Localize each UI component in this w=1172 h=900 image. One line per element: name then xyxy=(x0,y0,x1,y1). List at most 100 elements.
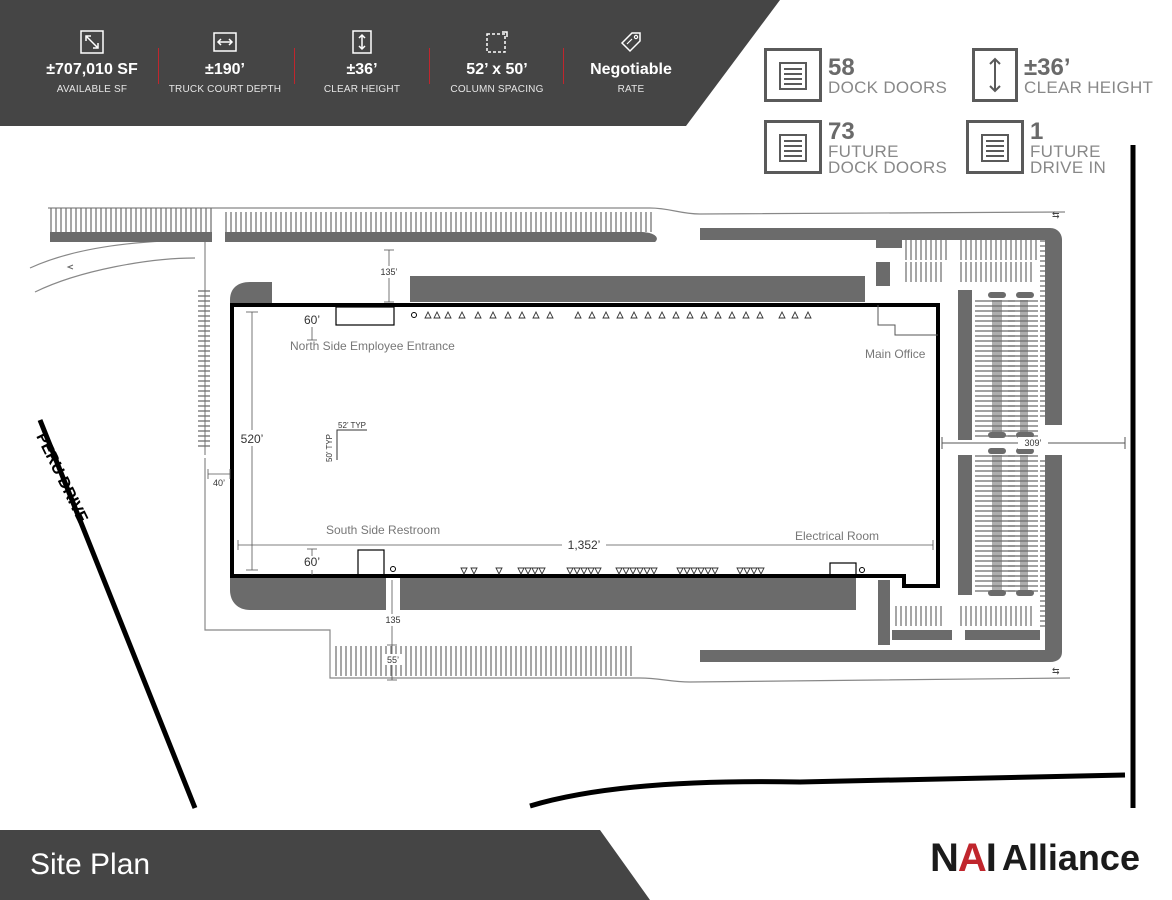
door-summary-clear-height: ±36’ CLEAR HEIGHT xyxy=(972,48,1153,102)
dock-door-marker xyxy=(615,567,623,576)
dock-door-marker xyxy=(594,567,602,576)
dock-door-marker xyxy=(495,567,503,576)
east-parking-stalls xyxy=(905,240,950,260)
stat-divider xyxy=(294,48,295,84)
dock-door-marker xyxy=(546,310,554,319)
south-dock-doors xyxy=(460,567,765,576)
dock-door-marker xyxy=(686,310,694,319)
building-footprint xyxy=(230,303,940,588)
east-parking-stalls xyxy=(960,262,1035,282)
column-spacing-height: 50’ TYP xyxy=(325,434,334,462)
dimension-label: 520’ xyxy=(241,432,264,446)
south-truck-apron xyxy=(400,578,856,610)
dock-door-marker xyxy=(424,310,432,319)
door-label: DRIVE IN xyxy=(1030,158,1107,177)
dock-door-marker xyxy=(574,310,582,319)
door-summary-dock-doors: 58 DOCK DOORS xyxy=(764,48,947,102)
door-count: 58 xyxy=(828,54,855,81)
stat-available-sf: ±707,010 SF AVAILABLE SF xyxy=(27,30,157,95)
stat-label: TRUCK COURT DEPTH xyxy=(168,84,282,95)
dock-door-marker xyxy=(518,310,526,319)
banner-background xyxy=(0,0,780,126)
stat-value: Negotiable xyxy=(590,61,672,78)
dock-door-marker xyxy=(650,567,658,576)
footer-banner: Site Plan xyxy=(0,830,650,900)
north-entrance-label: North Side Employee Entrance xyxy=(290,339,455,353)
height-label: CLEAR HEIGHT xyxy=(1024,78,1154,97)
dock-door-marker xyxy=(756,310,764,319)
east-parking-stalls xyxy=(905,262,945,282)
west-parking-stalls xyxy=(198,290,210,450)
stat-value: ±36’ xyxy=(346,61,378,78)
stat-label: AVAILABLE SF xyxy=(56,84,128,95)
dock-door-marker xyxy=(636,567,644,576)
dock-door-marker xyxy=(532,310,540,319)
dock-door-marker xyxy=(700,310,708,319)
stat-value: ±707,010 SF xyxy=(46,61,138,78)
door-label: DOCK DOORS xyxy=(828,78,948,97)
stat-divider xyxy=(429,48,430,84)
site-plan-drawing: PERU DRIVE xyxy=(29,145,1136,809)
main-office-label: Main Office xyxy=(865,347,926,361)
road-label: PERU DRIVE xyxy=(32,430,90,526)
dock-door-marker xyxy=(587,567,595,576)
door-summary-future-dock-doors: 73 FUTURE DOCK DOORS xyxy=(764,120,947,176)
dock-door-marker xyxy=(573,567,581,576)
stat-truck-court: ±190’ TRUCK COURT DEPTH xyxy=(160,30,290,95)
north-dock-doors xyxy=(424,310,812,319)
dock-door-marker xyxy=(672,310,680,319)
dock-door-marker xyxy=(531,567,539,576)
dock-door-marker xyxy=(690,567,698,576)
door-label: FUTURE xyxy=(1030,142,1101,161)
dock-door-marker xyxy=(804,310,812,319)
dock-door-marker xyxy=(644,310,652,319)
nai-alliance-logo: NAI Alliance xyxy=(930,836,1140,880)
dock-door-marker xyxy=(460,567,468,576)
peru-drive-road xyxy=(37,419,198,809)
dock-door-marker xyxy=(778,310,786,319)
south-road xyxy=(529,772,1126,809)
dock-door-marker xyxy=(470,567,478,576)
dock-door-marker xyxy=(504,310,512,319)
stat-value: ±190’ xyxy=(205,61,245,78)
dock-door-marker xyxy=(711,567,719,576)
stat-divider xyxy=(563,48,564,84)
door-label: DOCK DOORS xyxy=(828,158,948,177)
stat-divider xyxy=(158,48,159,84)
dock-door-marker xyxy=(743,567,751,576)
column-spacing-width: 52’ TYP xyxy=(338,421,366,430)
vertical-arrows-icon xyxy=(352,30,372,54)
stat-value: 52’ x 50’ xyxy=(466,61,528,78)
dimension-label: 60’ xyxy=(304,313,320,327)
dock-door-marker xyxy=(444,310,452,319)
dock-door-marker xyxy=(489,310,497,319)
dock-door-icon xyxy=(764,48,822,102)
stats-banner: ±707,010 SF AVAILABLE SF ±190’ TRUCK COU… xyxy=(0,0,780,126)
dock-door-marker xyxy=(728,310,736,319)
stat-clear-height: ±36’ CLEAR HEIGHT xyxy=(297,30,427,95)
stat-rate: Negotiable RATE xyxy=(566,30,696,95)
dimension-label: 309’ xyxy=(1024,438,1041,448)
dock-door-marker xyxy=(736,567,744,576)
east-parking-stalls xyxy=(960,240,1040,260)
door-summary-future-drive-in: 1 FUTURE DRIVE IN xyxy=(966,120,1106,176)
door-label: FUTURE xyxy=(828,142,899,161)
page-title: Site Plan xyxy=(30,848,151,881)
north-parking-stalls xyxy=(225,212,655,232)
svg-text:⇆: ⇆ xyxy=(1052,210,1060,220)
dock-door-marker xyxy=(630,310,638,319)
stat-column-spacing: 52’ x 50’ COLUMN SPACING xyxy=(432,30,562,95)
dimension-label: 135’ xyxy=(380,267,397,277)
column-grid-icon xyxy=(486,31,508,53)
dock-door-marker xyxy=(697,567,705,576)
dock-door-marker xyxy=(750,567,758,576)
south-truck-apron xyxy=(272,578,386,610)
dock-door-marker xyxy=(458,310,466,319)
stat-label: RATE xyxy=(617,84,645,95)
dock-door-marker xyxy=(474,310,482,319)
dock-door-marker xyxy=(588,310,596,319)
dock-door-marker xyxy=(616,310,624,319)
east-parking-stalls xyxy=(960,606,1035,626)
door-count: 73 xyxy=(828,118,855,145)
dock-door-marker xyxy=(714,310,722,319)
